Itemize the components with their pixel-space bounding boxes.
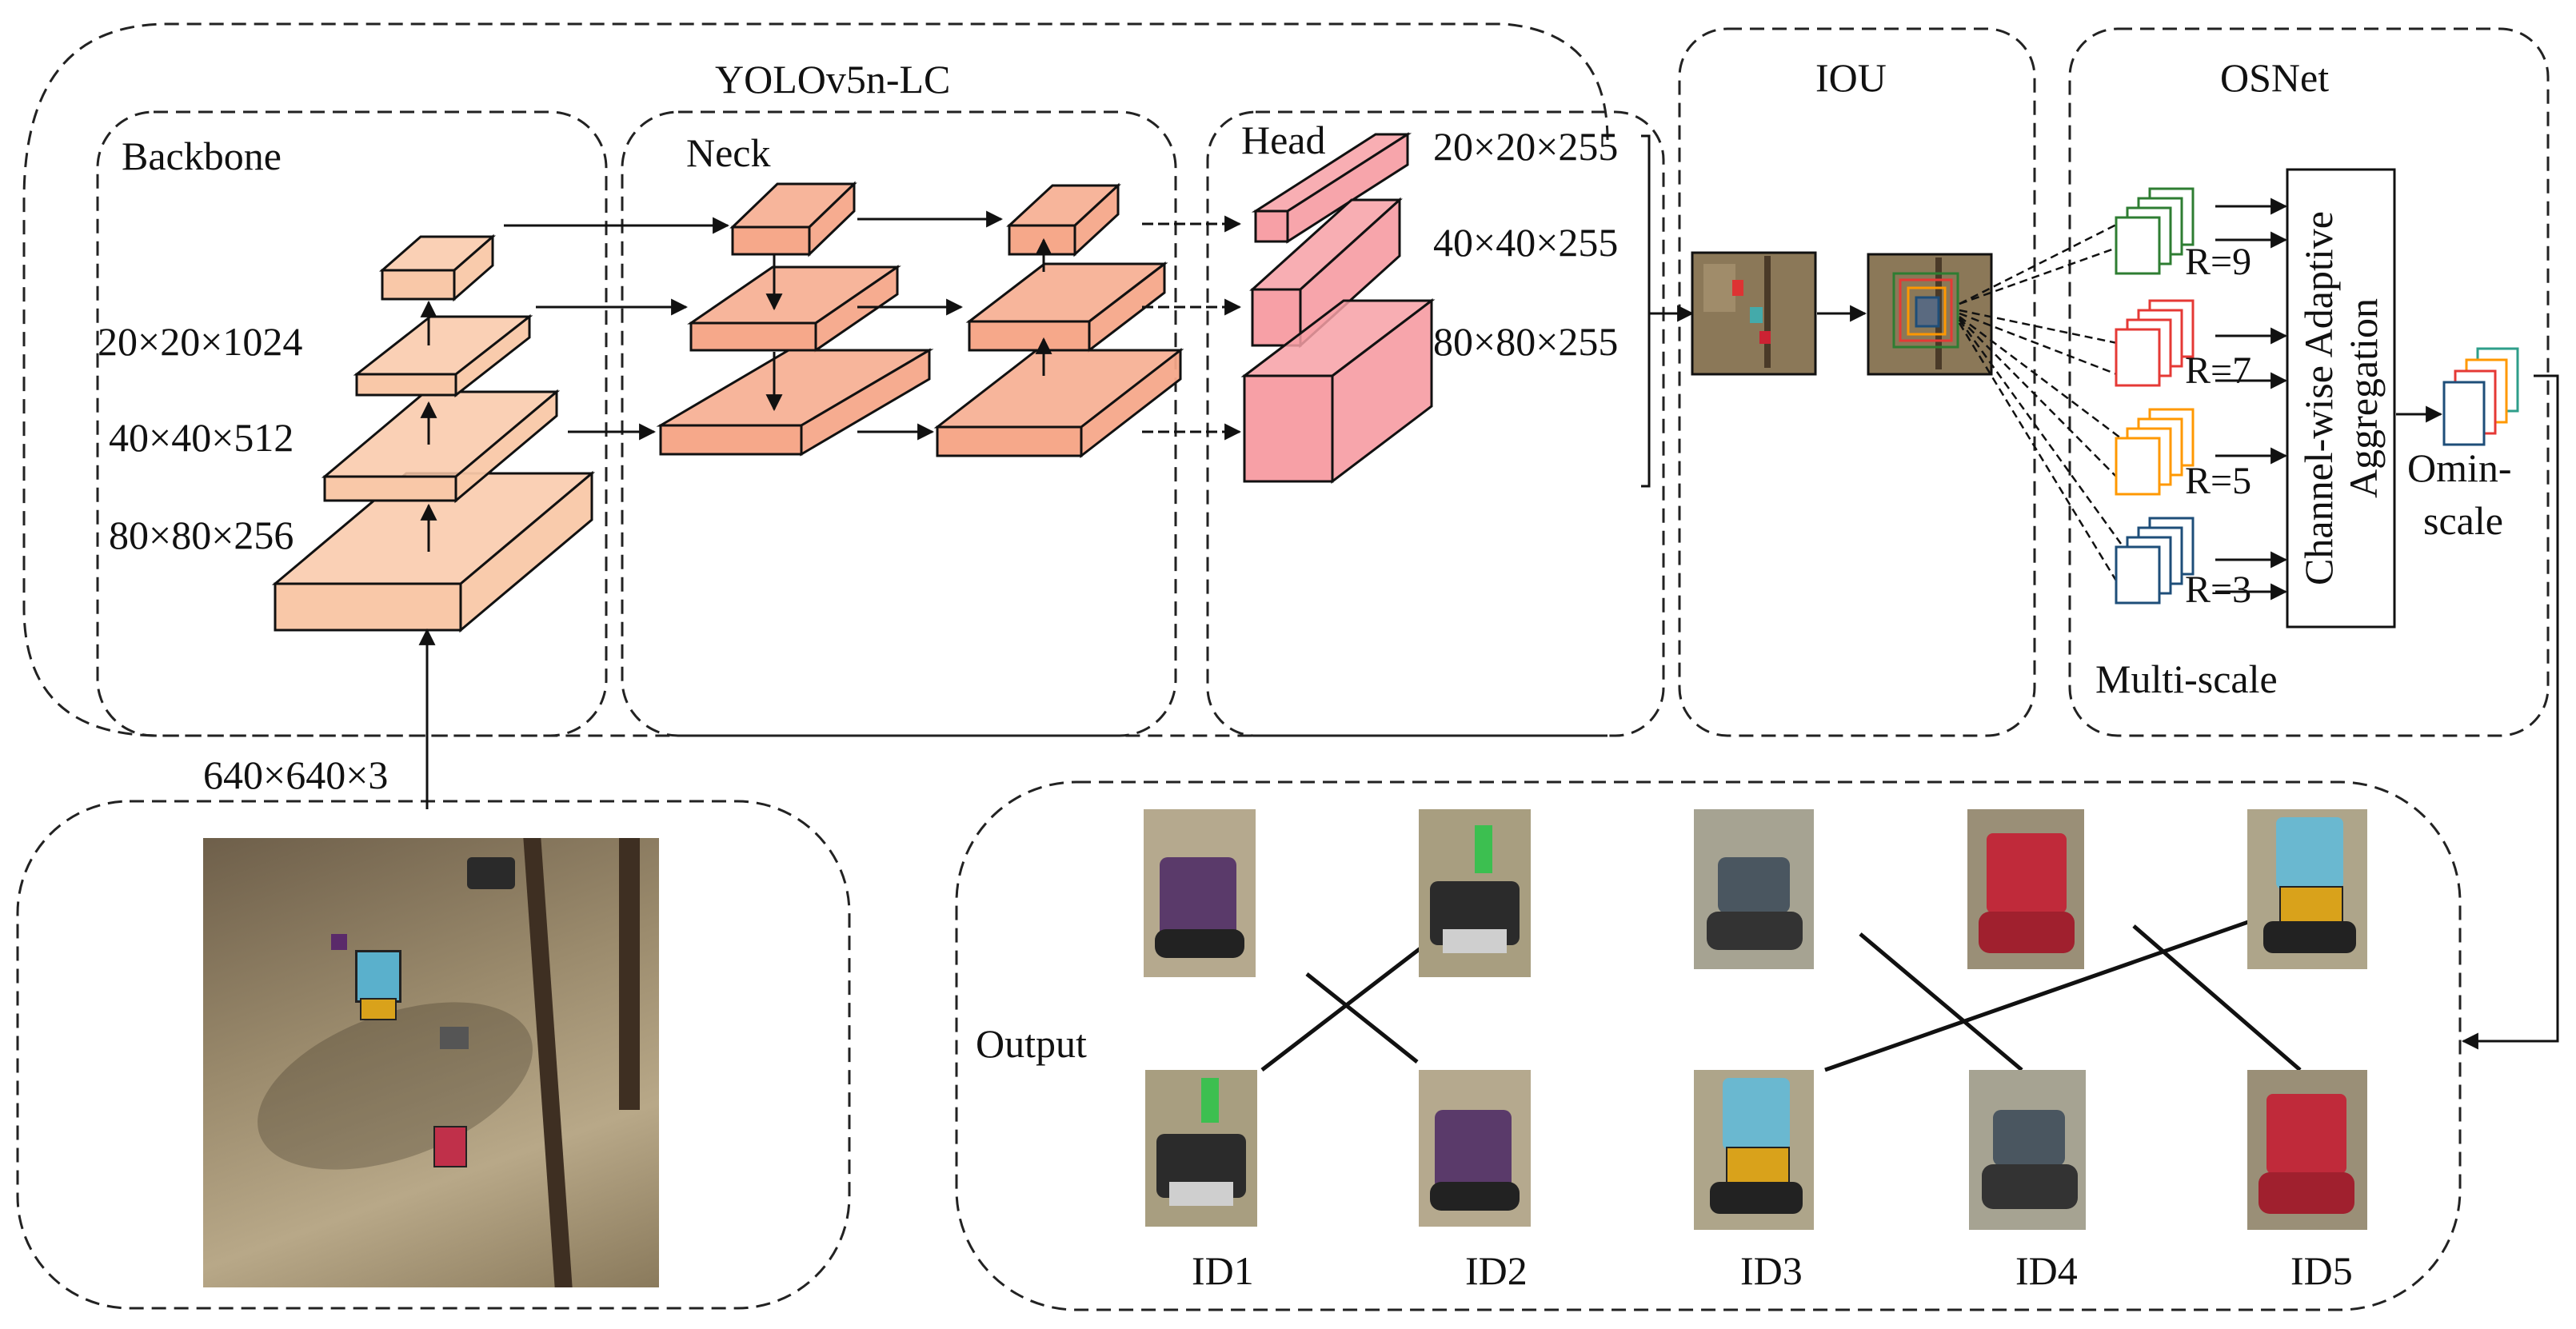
thumb-top-5 [2247, 809, 2367, 969]
backbone-label: Backbone [122, 134, 282, 178]
robot-gray [440, 1027, 469, 1049]
head-frame [1206, 110, 1665, 737]
robot-yellow [360, 998, 397, 1020]
thumb-bottom-3 [1694, 1070, 1814, 1230]
multiscale-label: Multi-scale [2095, 657, 2278, 701]
feature-stack-2 [2115, 299, 2195, 387]
neck-label: Neck [686, 130, 771, 175]
head-label: Head [1241, 118, 1326, 162]
head-cube-80 [1240, 297, 1436, 485]
feature-stack-3 [2115, 408, 2195, 496]
output-frame [955, 780, 2462, 1311]
osnet-output-arrow [2461, 374, 2559, 1050]
aggregation-box [2286, 168, 2396, 629]
thumb-top-2 [1419, 809, 1531, 977]
id1-label: ID1 [1192, 1248, 1254, 1293]
id3-label: ID3 [1740, 1248, 1803, 1293]
neck-cube-6 [933, 347, 1184, 459]
backbone-dim-2: 40×40×512 [109, 415, 294, 460]
thumb-top-1 [1144, 809, 1256, 977]
tree-trunk [619, 838, 640, 1110]
output-label: Output [976, 1021, 1087, 1066]
main-title: YOLOv5n-LC [715, 57, 951, 102]
thumb-bottom-1 [1145, 1070, 1257, 1227]
iou-frame [1678, 27, 2036, 737]
head-bracket [1641, 134, 1651, 488]
neck-cube-5 [965, 261, 1168, 353]
feature-stack-4 [2115, 517, 2195, 605]
iou-image-2 [1867, 253, 1993, 376]
neck-cube-1 [729, 181, 857, 257]
aggregation-line-2: Aggregation [2341, 298, 2386, 498]
thumb-top-3 [1694, 809, 1814, 969]
thumb-bottom-2 [1419, 1070, 1531, 1227]
input-frame [16, 800, 851, 1310]
backbone-cube-80 [271, 470, 596, 633]
id4-label: ID4 [2015, 1248, 2078, 1293]
yolo-frame [22, 22, 1609, 737]
neck-cube-4 [1006, 182, 1121, 257]
scale-r9: R=9 [2185, 241, 2252, 283]
neck-frame [621, 110, 1177, 737]
head-dim-1: 20×20×255 [1433, 124, 1619, 169]
robot-purple [331, 934, 347, 950]
scale-r7: R=7 [2185, 349, 2252, 392]
backbone-dim-1: 20×20×1024 [98, 319, 303, 364]
robot-black [467, 857, 515, 889]
id2-label: ID2 [1465, 1248, 1528, 1293]
aggregation-line-1: Channel-wise Adaptive [2296, 211, 2341, 585]
neck-cube-2 [687, 265, 901, 353]
omni-scale-line-1: Omin- [2407, 445, 2512, 490]
iou-osnet-links [1958, 221, 2123, 589]
osnet-feature-stacks [2115, 187, 2519, 605]
thumb-bottom-5 [2247, 1070, 2367, 1230]
head-dim-3: 80×80×255 [1433, 319, 1619, 364]
neck-cube-3 [656, 348, 934, 457]
osnet-frame [2068, 27, 2550, 737]
iou-image-1 [1691, 251, 1817, 376]
backbone-cube-40 [321, 389, 561, 504]
omni-scale-stack [2442, 347, 2519, 446]
input-dim-label: 640×640×3 [203, 752, 389, 797]
head-cube-20 [1251, 132, 1412, 244]
feature-cubes [271, 132, 1436, 633]
input-image [203, 838, 659, 1287]
feature-stack-1 [2115, 187, 2195, 275]
backbone-frame [96, 110, 608, 737]
backbone-cube-10 [379, 233, 496, 302]
osnet-label: OSNet [2220, 55, 2330, 100]
head-dim-2: 40×40×255 [1433, 220, 1619, 265]
id5-label: ID5 [2290, 1248, 2353, 1293]
backbone-cube-20 [353, 313, 533, 398]
scale-r3: R=3 [2185, 569, 2252, 611]
iou-label: IOU [1815, 55, 1887, 100]
scale-r5: R=5 [2185, 460, 2252, 502]
thumb-bottom-4 [1969, 1070, 2086, 1230]
thumb-top-4 [1967, 809, 2084, 969]
omni-scale-line-2: scale [2423, 498, 2503, 543]
robot-red [433, 1126, 467, 1167]
backbone-dim-3: 80×80×256 [109, 513, 294, 557]
id-matching-lines [1260, 919, 2302, 1072]
aggregation-text: Channel-wise Adaptive Aggregation [2287, 170, 2394, 627]
robot-blue [355, 950, 401, 1003]
